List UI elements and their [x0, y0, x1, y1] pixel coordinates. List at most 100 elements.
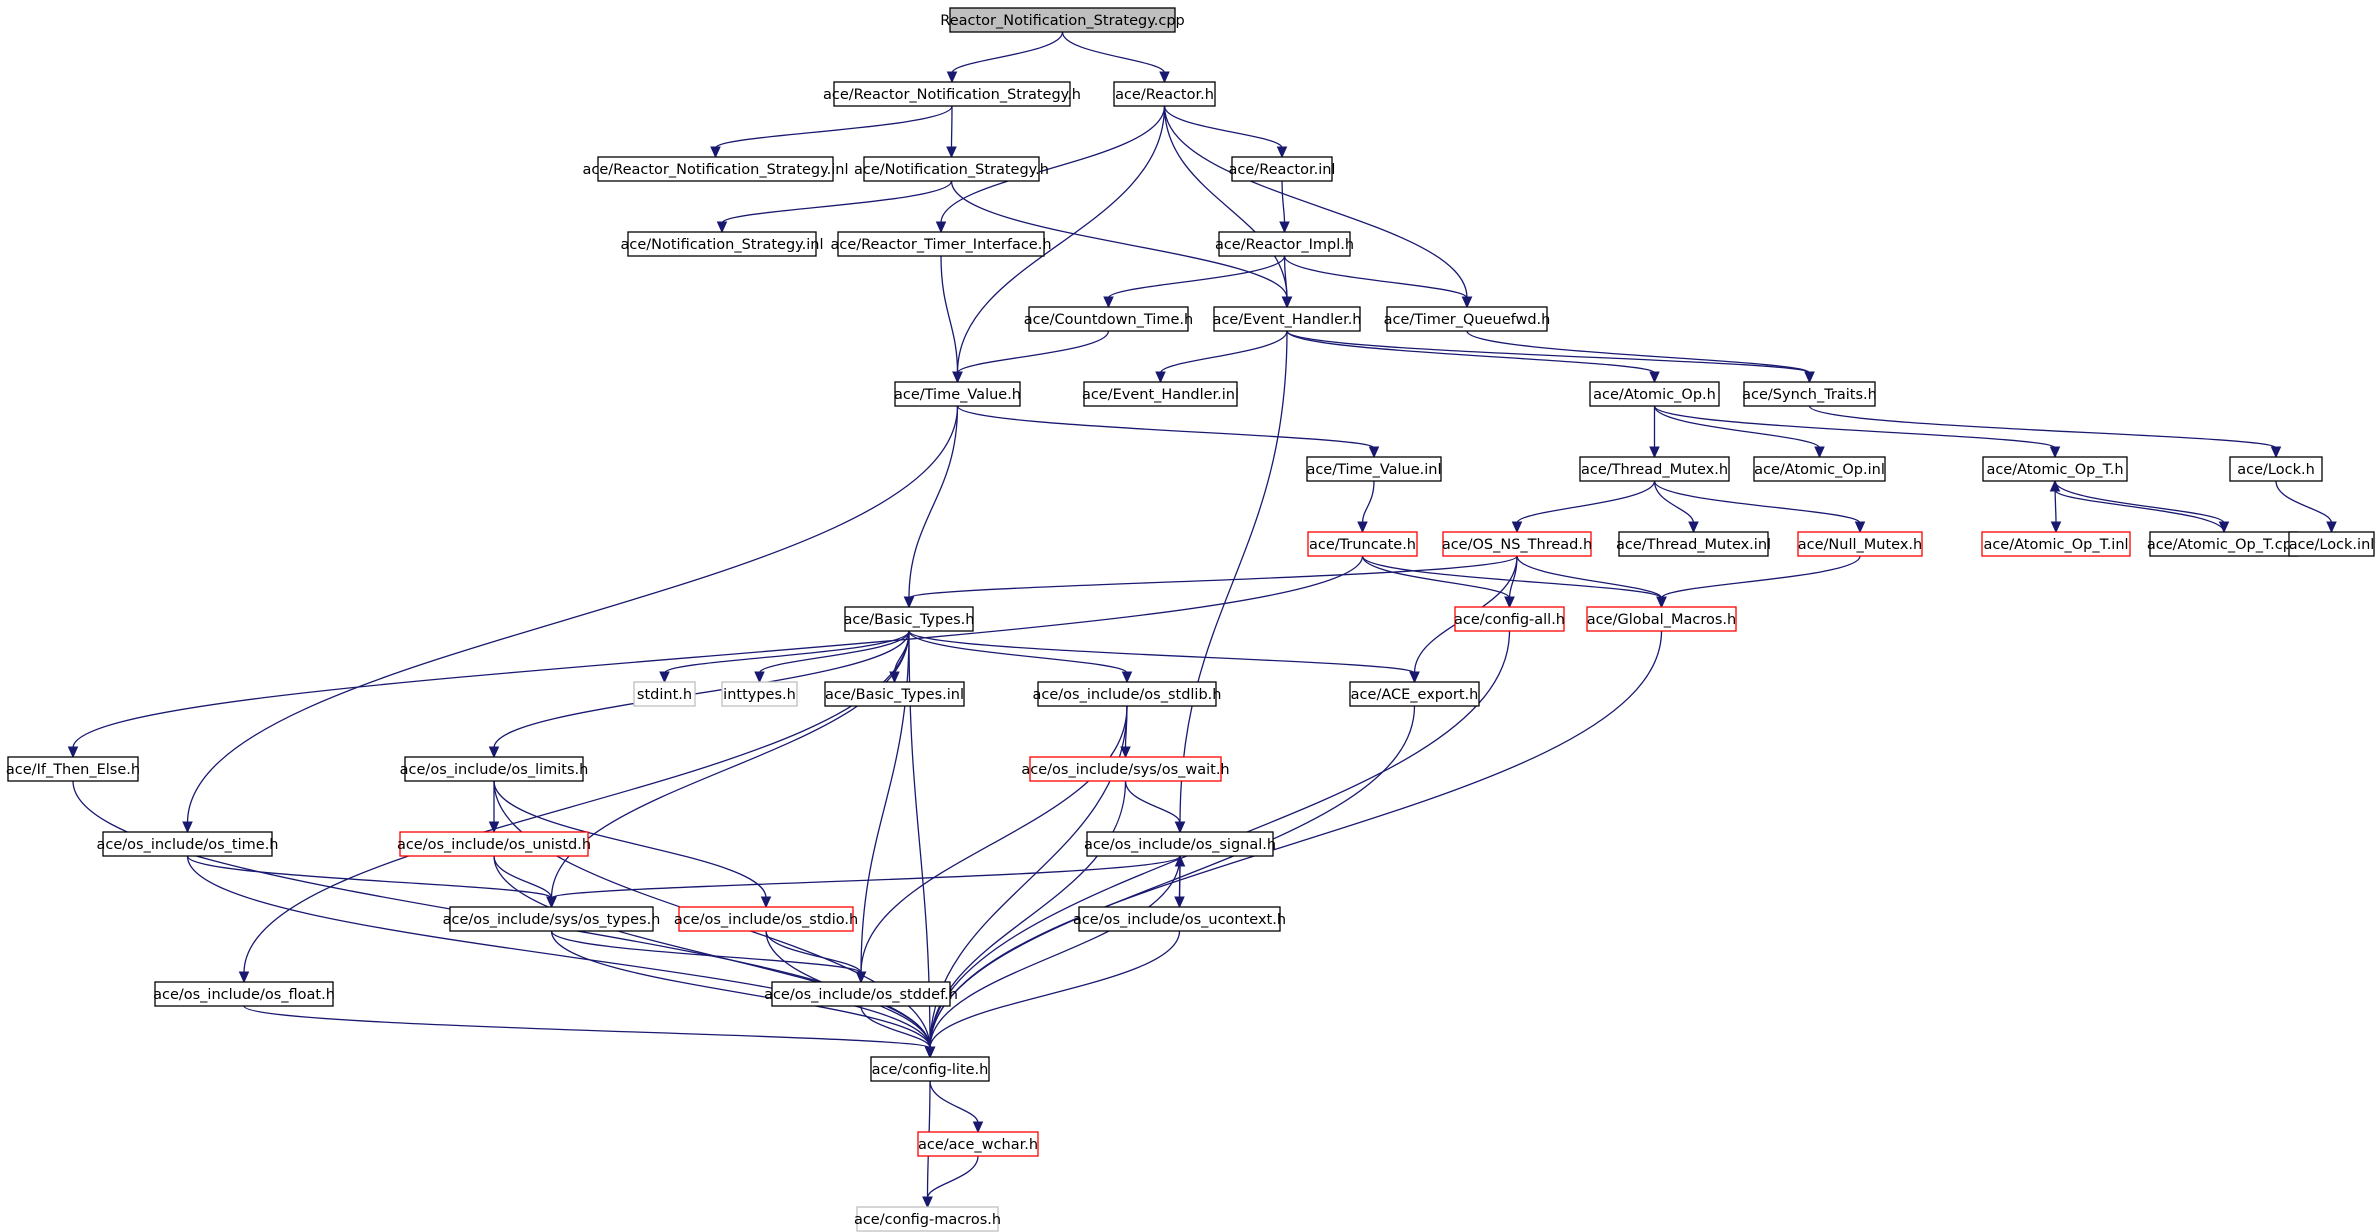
- node-inttypes-h[interactable]: inttypes.h: [721, 681, 798, 707]
- node-box: [1618, 531, 1769, 557]
- edge-arrowhead: [716, 221, 728, 234]
- node-label: ace/os_include/os_signal.h: [1084, 837, 1276, 853]
- edge-bt_h-to-limits_h: [488, 630, 910, 759]
- node-unistd-h[interactable]: ace/os_include/os_unistd.h: [397, 831, 591, 857]
- edge-nullmutex_h-to-gm_h: [1656, 555, 1861, 609]
- node-box: [844, 606, 974, 632]
- node-rimpl-h[interactable]: ace/Reactor_Impl.h: [1215, 231, 1354, 257]
- node-box: [1589, 381, 1720, 407]
- node-trunc-h[interactable]: ace/Truncate.h: [1307, 531, 1418, 557]
- node-box: [833, 81, 1071, 107]
- edge-line: [908, 630, 1416, 674]
- node-types-h[interactable]: ace/os_include/sys/os_types.h: [443, 906, 661, 932]
- node-export-h[interactable]: ace/ACE_export.h: [1349, 681, 1480, 707]
- node-tmutex-h[interactable]: ace/Thread_Mutex.h: [1579, 456, 1730, 482]
- node-stdlib-h[interactable]: ace/os_include/os_stdlib.h: [1033, 681, 1222, 707]
- node-float-h[interactable]: ace/os_include/os_float.h: [153, 981, 335, 1007]
- node-ifte-h[interactable]: ace/If_Then_Else.h: [6, 756, 140, 782]
- node-box: [449, 906, 654, 932]
- edge-tmutex_h-to-tmutex_inl: [1653, 480, 1699, 534]
- edge-line: [956, 330, 1110, 374]
- node-stdint-h[interactable]: stdint.h: [633, 681, 696, 707]
- node-eh-inl[interactable]: ace/Event_Handler.inl: [1082, 381, 1239, 407]
- node-ucontext-h[interactable]: ace/os_include/os_ucontext.h: [1073, 906, 1286, 932]
- edge-ostime_h-to-configlite_h: [186, 855, 936, 1059]
- edge-tv_inl-to-trunc_h: [1357, 480, 1375, 534]
- edge-line: [940, 105, 1166, 224]
- node-stddef-h[interactable]: ace/os_include/os_stddef.h: [764, 981, 958, 1007]
- node-limits-h[interactable]: ace/os_include/os_limits.h: [400, 756, 589, 782]
- node-label: ace/os_include/os_float.h: [153, 987, 335, 1003]
- edge-arrowhead: [935, 221, 947, 234]
- node-tmutex-inl[interactable]: ace/Thread_Mutex.inl: [1616, 531, 1771, 557]
- edge-arrowhead: [238, 971, 250, 984]
- node-gm-h[interactable]: ace/Global_Macros.h: [1586, 606, 1737, 632]
- node-synch-h[interactable]: ace/Synch_Traits.h: [1742, 381, 1877, 407]
- edge-rns_h-to-rns_inl: [710, 105, 953, 159]
- edge-stdio_h-to-stddef_h: [765, 930, 867, 984]
- node-tv-h[interactable]: ace/Time_Value.h: [894, 381, 1021, 407]
- node-countdown-h[interactable]: ace/Countdown_Time.h: [1024, 306, 1193, 332]
- node-wait-h[interactable]: ace/os_include/sys/os_wait.h: [1021, 756, 1230, 782]
- node-configlite-h[interactable]: ace/config-lite.h: [870, 1056, 990, 1082]
- node-wchar-h[interactable]: ace/ace_wchar.h: [917, 1131, 1039, 1157]
- node-tv-inl[interactable]: ace/Time_Value.inl: [1306, 456, 1442, 482]
- edge-line: [1466, 330, 1811, 374]
- node-label: ace/Event_Handler.h: [1212, 312, 1361, 328]
- node-aopt-h[interactable]: ace/Atomic_Op_T.h: [1982, 456, 2128, 482]
- edge-line: [493, 630, 910, 749]
- node-box: [721, 681, 798, 707]
- node-aopt-inl[interactable]: ace/Atomic_Op_T.inl: [1981, 531, 2131, 557]
- node-label: ace/config-lite.h: [872, 1062, 989, 1078]
- edge-line: [1516, 555, 1663, 599]
- node-label: ace/Null_Mutex.h: [1798, 537, 1922, 553]
- edge-line: [929, 930, 1181, 1049]
- edge-bt_h-to-stdint_h: [659, 630, 910, 684]
- edge-tv_h-to-ostime_h: [182, 405, 959, 834]
- node-aop-h[interactable]: ace/Atomic_Op.h: [1589, 381, 1720, 407]
- node-tqfwd-h[interactable]: ace/Timer_Queuefwd.h: [1384, 306, 1551, 332]
- edge-arrowhead: [710, 146, 721, 159]
- node-ostime-h[interactable]: ace/os_include/os_time.h: [97, 831, 279, 857]
- node-label: ace/Thread_Mutex.inl: [1616, 537, 1771, 553]
- node-lock-h[interactable]: ace/Lock.h: [2229, 456, 2323, 482]
- edge-line: [1159, 330, 1288, 374]
- node-configall-h[interactable]: ace/config-all.h: [1454, 606, 1565, 632]
- node-reactor-h[interactable]: ace/Reactor.h: [1113, 81, 1216, 107]
- node-rns-inl[interactable]: ace/Reactor_Notification_Strategy.inl: [583, 156, 849, 182]
- node-aop-inl[interactable]: ace/Atomic_Op.inl: [1753, 456, 1886, 482]
- node-label: ace/Atomic_Op_T.inl: [1983, 537, 2128, 553]
- node-signal-h[interactable]: ace/os_include/os_signal.h: [1084, 831, 1276, 857]
- node-box: [1218, 231, 1351, 257]
- node-rti-h[interactable]: ace/Reactor_Timer_Interface.h: [830, 231, 1052, 257]
- edge-reactor_h-to-eh_h: [1163, 105, 1293, 309]
- node-label: ace/Timer_Queuefwd.h: [1384, 312, 1551, 328]
- node-label: ace/Event_Handler.inl: [1082, 387, 1239, 403]
- node-ns-h[interactable]: ace/Notification_Strategy.h: [854, 156, 1049, 182]
- node-aopt-cpp[interactable]: ace/Atomic_Op_T.cpp: [2147, 531, 2301, 557]
- node-label: ace/Reactor_Notification_Strategy.h: [823, 87, 1081, 103]
- edge-line: [1361, 480, 1375, 524]
- node-bt-inl[interactable]: ace/Basic_Types.inl: [824, 681, 965, 707]
- node-ns-inl[interactable]: ace/Notification_Strategy.inl: [620, 231, 824, 257]
- node-nullmutex-h[interactable]: ace/Null_Mutex.h: [1797, 531, 1923, 557]
- node-box: [102, 831, 273, 857]
- node-label: ace/Atomic_Op_T.cpp: [2147, 537, 2301, 553]
- node-lock-inl[interactable]: ace/Lock.inl: [2288, 531, 2375, 557]
- node-label: ace/os_include/sys/os_types.h: [443, 912, 661, 928]
- node-stdio-h[interactable]: ace/os_include/os_stdio.h: [674, 906, 858, 932]
- edge-arrowhead: [922, 1196, 933, 1209]
- edge-line: [1653, 480, 1695, 524]
- edge-wait_h-to-signal_h: [1124, 780, 1186, 834]
- node-rns-h[interactable]: ace/Reactor_Notification_Strategy.h: [823, 81, 1081, 107]
- edge-line: [721, 180, 953, 224]
- node-box: [949, 7, 1176, 33]
- node-eh-h[interactable]: ace/Event_Handler.h: [1212, 306, 1362, 332]
- node-root[interactable]: Reactor_Notification_Strategy.cpp: [940, 7, 1185, 33]
- node-osns-h[interactable]: ace/OS_NS_Thread.h: [1442, 531, 1592, 557]
- edge-bt_h-to-inttypes_h: [754, 630, 910, 684]
- node-box: [2149, 531, 2299, 557]
- node-bt-h[interactable]: ace/Basic_Types.h: [844, 606, 975, 632]
- node-reactor-inl[interactable]: ace/Reactor.inl: [1229, 156, 1336, 182]
- node-configmacros-h[interactable]: ace/config-macros.h: [854, 1206, 1001, 1232]
